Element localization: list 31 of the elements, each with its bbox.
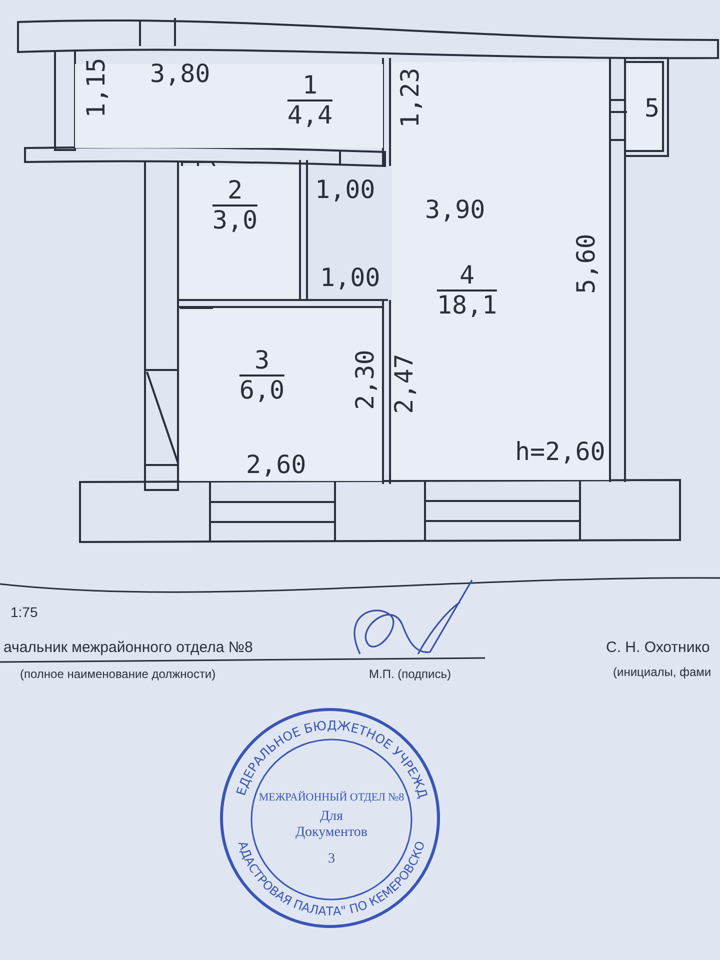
room-number: 2 <box>212 176 258 206</box>
room-area: 4,4 <box>287 101 333 128</box>
stamp-text: Для Документов <box>294 808 369 842</box>
dimension-label: 1,23 <box>396 68 424 128</box>
room-number: 1 <box>287 72 333 101</box>
room <box>392 62 609 480</box>
field-caption: М.П. (подпись) <box>369 668 451 681</box>
room-area: 6,0 <box>239 376 285 404</box>
room-area: 3,0 <box>212 206 258 234</box>
ceiling-height-label: h=2,60 <box>515 438 606 466</box>
signatory-name: С. Н. Охотнико <box>606 640 710 656</box>
dimension-label: 3,80 <box>150 60 210 88</box>
dimension-label: 2,30 <box>351 350 379 410</box>
room <box>180 309 382 481</box>
position-title: ачальник межрайонного отдела №8 <box>4 640 253 656</box>
field-caption: (инициалы, фами <box>613 666 712 679</box>
dimension-label: 1,15 <box>82 58 110 118</box>
room-area: 18,1 <box>436 291 498 318</box>
room <box>180 166 299 299</box>
room-number: 5 <box>644 94 660 122</box>
field-caption: (полное наименование должности) <box>20 668 216 681</box>
room <box>627 63 662 150</box>
dimension-label: 3,90 <box>425 196 486 224</box>
scale-label: 1:75 <box>10 604 38 620</box>
room-number: 4 <box>436 262 498 291</box>
dimension-label: 2,60 <box>246 451 306 478</box>
dimension-label: 2,47 <box>390 354 418 414</box>
dimension-label: 5,60 <box>572 234 600 294</box>
room-number: 3 <box>239 346 285 376</box>
dimension-label: 1,00 <box>315 176 376 204</box>
dimension-label: 1,00 <box>320 264 380 292</box>
